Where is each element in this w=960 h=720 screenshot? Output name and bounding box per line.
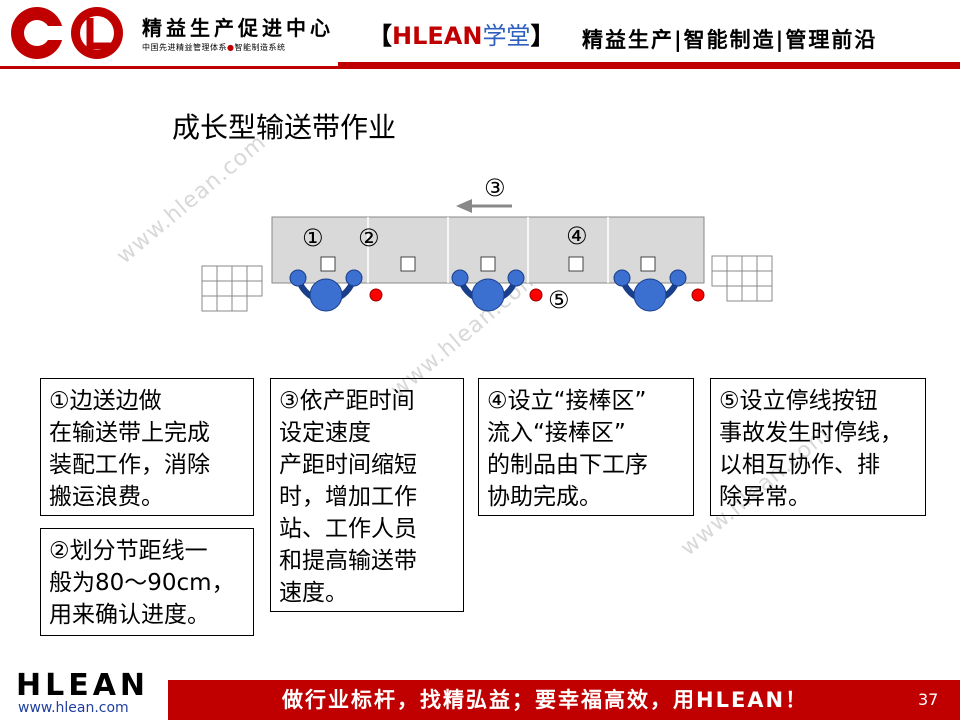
page-number: 37: [918, 690, 939, 709]
worker-1: [289, 269, 363, 312]
marker-1: ①: [302, 224, 324, 252]
footer-slogan: 做行业标杆，找精弘益；要幸福高效，用HLEAN！: [282, 688, 809, 712]
conveyor-belt: [271, 216, 705, 284]
info-box-4: ④设立“接棒区”流入“接棒区”的制品由下工序协助完成。: [478, 378, 694, 516]
marker-3: ③: [484, 174, 506, 202]
parts-rack-left: [201, 265, 263, 312]
product-item: [320, 256, 656, 272]
marker-5: ⑤: [548, 286, 570, 314]
info-box-2: ②划分节距线一般为80～90cm，用来确认进度。: [40, 528, 254, 636]
hlean-school-label: 【HLEAN学堂】: [368, 22, 555, 50]
conveyor-diagram: [201, 199, 773, 312]
worker-3: [613, 269, 687, 312]
footer-logo: HLEAN: [16, 668, 150, 703]
worker-2: [451, 269, 525, 312]
footer-bar: [168, 680, 960, 720]
header-tagline: 精益生产|智能制造|管理前沿: [582, 28, 878, 52]
header-red-bar: [338, 62, 960, 69]
marker-4: ④: [566, 222, 588, 250]
info-box-1: ①边送边做在输送带上完成装配工作，消除搬运浪费。: [40, 378, 254, 516]
brand-subtitle: 中国先进精益管理体系●智能制造系统: [142, 43, 286, 52]
info-box-5: ⑤设立停线按钮事故发生时停线，以相互协作、排除异常。: [710, 378, 926, 516]
company-logo: [11, 7, 123, 59]
brand-name: 精益生产促进中心: [142, 16, 334, 40]
slide-title: 成长型输送带作业: [172, 111, 397, 144]
footer-url[interactable]: www.hlean.com: [18, 700, 129, 716]
stop-button: [369, 288, 705, 302]
info-box-3: ③依产距时间设定速度产距时间缩短时，增加工作站、工作人员和提高输送带速度。: [270, 378, 464, 612]
marker-2: ②: [358, 224, 380, 252]
flow-direction-arrow: [456, 199, 512, 213]
parts-rack-right: [711, 255, 773, 302]
